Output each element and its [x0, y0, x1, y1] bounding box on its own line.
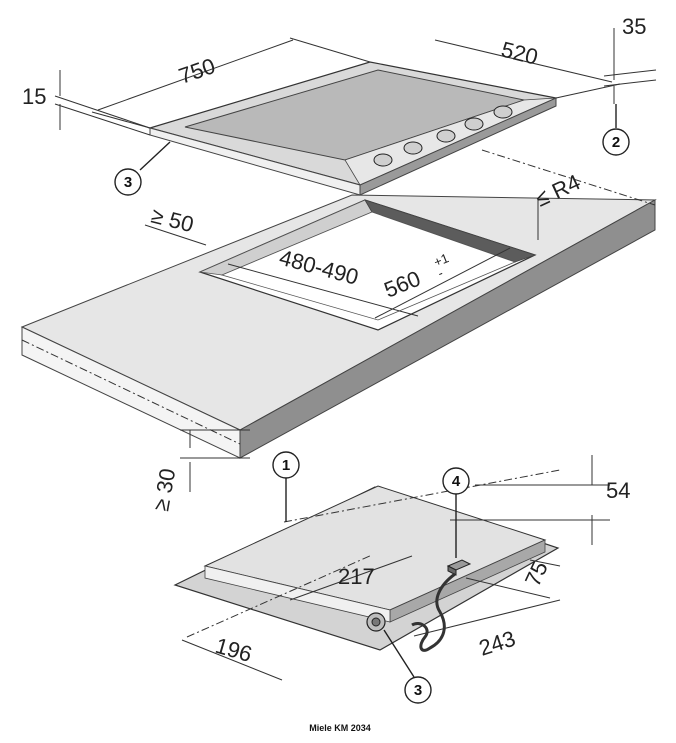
knob-5 — [493, 105, 513, 119]
svg-text:3: 3 — [414, 682, 422, 699]
dim-worktop-min-thickness: ≥ 30 — [148, 467, 180, 513]
terminal-box — [446, 559, 472, 576]
dim-hob-depth-extra: 35 — [622, 14, 646, 39]
figure-caption: Miele KM 2034 — [309, 723, 371, 733]
dim-underside-cable-offset: 243 — [476, 626, 519, 661]
callouts: 3 2 1 4 3 — [114, 104, 630, 704]
hob-underside — [173, 485, 560, 652]
hob — [147, 61, 558, 196]
svg-text:3: 3 — [124, 174, 132, 191]
dim-cutout-tolerance-minus: - — [436, 265, 446, 281]
dim-hob-thickness: 15 — [22, 84, 46, 109]
knob-3 — [436, 129, 456, 143]
callout-3-top: 3 — [114, 141, 171, 196]
svg-text:2: 2 — [612, 134, 620, 151]
hob-side-edge — [359, 97, 557, 196]
callout-1: 1 — [272, 451, 300, 522]
gas-connection — [366, 612, 386, 632]
dim-underside-depth: 54 — [606, 478, 630, 503]
cutout-floor — [220, 211, 517, 321]
dim-underside-left-offset: 196 — [213, 633, 255, 667]
dim-hob-depth: 520 — [499, 37, 541, 70]
dim-cutout-min-margin: ≥ 50 — [149, 203, 196, 238]
callout-4: 4 — [442, 467, 470, 558]
svg-text:4: 4 — [452, 473, 461, 490]
callout-2: 2 — [602, 104, 630, 156]
mains-cable — [411, 572, 456, 652]
dimension-lines — [54, 28, 657, 681]
worktop-side-edge — [239, 199, 656, 459]
callout-3-bottom: 3 — [383, 629, 432, 704]
svg-text:1: 1 — [282, 457, 290, 474]
knob-1 — [373, 153, 393, 167]
underside-housing-front — [204, 565, 391, 623]
dim-underside-connection-x: 217 — [338, 564, 375, 589]
hob-control-knobs — [373, 105, 513, 167]
dim-hob-width: 750 — [175, 53, 218, 89]
knob-2 — [403, 141, 423, 155]
cutout — [198, 199, 537, 331]
knob-4 — [464, 117, 484, 131]
dim-cutout-tolerance: +1 — [432, 250, 451, 269]
